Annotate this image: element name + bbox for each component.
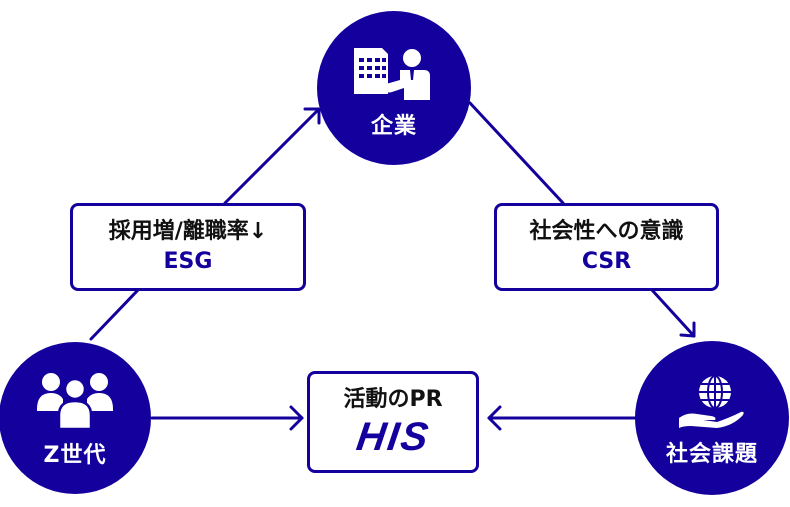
- node-company: 企業: [317, 11, 471, 165]
- node-social-issues: 社会課題: [635, 341, 789, 495]
- arrowhead-social: [679, 321, 696, 338]
- box-pr-main: 活動のPR: [343, 387, 443, 413]
- node-gen-z-label: Z世代: [43, 443, 107, 468]
- arrowhead-pr-right: [487, 405, 502, 431]
- edge-genz-to-esg: [89, 288, 140, 341]
- node-company-label: 企業: [370, 114, 417, 139]
- edge-company-to-csr: [468, 101, 565, 205]
- edge-esg-to-company: [223, 108, 320, 205]
- edge-csr-to-social: [650, 288, 696, 338]
- people-group-icon: [37, 373, 113, 431]
- box-pr: 活動のPR HIS: [307, 371, 479, 473]
- globe-in-hand-icon: [679, 375, 744, 428]
- arrowhead-pr-left: [289, 405, 304, 431]
- office-presenter-icon: [354, 48, 430, 100]
- node-social-issues-label: 社会課題: [665, 442, 758, 467]
- box-csr-main: 社会性への意識: [529, 219, 684, 245]
- box-csr-sub: CSR: [581, 249, 632, 274]
- box-csr: 社会性への意識 CSR: [494, 203, 719, 291]
- box-esg-main: 採用増/離職率↓: [108, 219, 268, 245]
- box-esg-sub: ESG: [163, 249, 213, 274]
- box-esg: 採用増/離職率↓ ESG: [70, 203, 306, 291]
- node-gen-z: Z世代: [0, 342, 151, 494]
- his-logo: HIS: [353, 414, 433, 459]
